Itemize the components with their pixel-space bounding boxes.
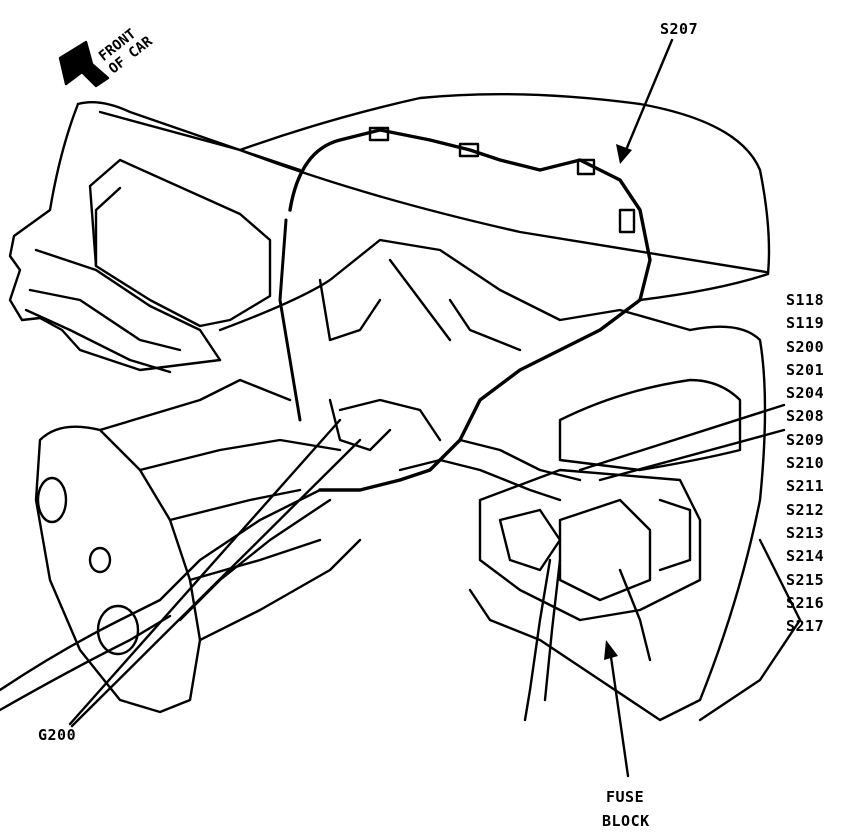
dash-outline: [76, 92, 771, 302]
splice-label: S210: [786, 454, 825, 473]
wiring-harness: [288, 128, 652, 492]
splice-label: S200: [786, 337, 825, 356]
fuse-block: [478, 468, 702, 622]
splice-label: S215: [786, 570, 825, 589]
splice-label: S209: [786, 430, 825, 449]
right-kick-panel: [468, 325, 767, 722]
leader-splices-a: [578, 403, 786, 472]
splice-label: S213: [786, 523, 825, 542]
splice-label: S119: [786, 314, 825, 333]
splice-label: S204: [786, 384, 825, 403]
splice-label: S118: [786, 291, 825, 309]
splice-label: S211: [786, 477, 825, 496]
splice-label: S201: [786, 360, 825, 379]
splice-label: S216: [786, 593, 825, 612]
leader-g200-b: [70, 438, 362, 728]
leader-fuse: [608, 648, 630, 778]
leader-splices-b: [598, 428, 786, 482]
fuse-block-label-line1: FUSE: [606, 788, 645, 806]
leader-s207: [624, 38, 674, 152]
splice-label-list: S118 S119 S200 S201 S204 S208 S209 S210 …: [786, 289, 824, 638]
ground-label-g200: G200: [38, 726, 77, 744]
splice-label: S208: [786, 407, 825, 426]
splice-label: S217: [786, 617, 825, 636]
splice-label-s207: S207: [660, 20, 699, 38]
fuse-block-label-line2: BLOCK: [602, 812, 650, 830]
splice-label: S212: [786, 500, 825, 519]
heater-box: [88, 158, 272, 328]
front-arrow-icon: [58, 40, 110, 88]
splice-label: S214: [786, 547, 825, 566]
leader-g200: [68, 418, 342, 726]
